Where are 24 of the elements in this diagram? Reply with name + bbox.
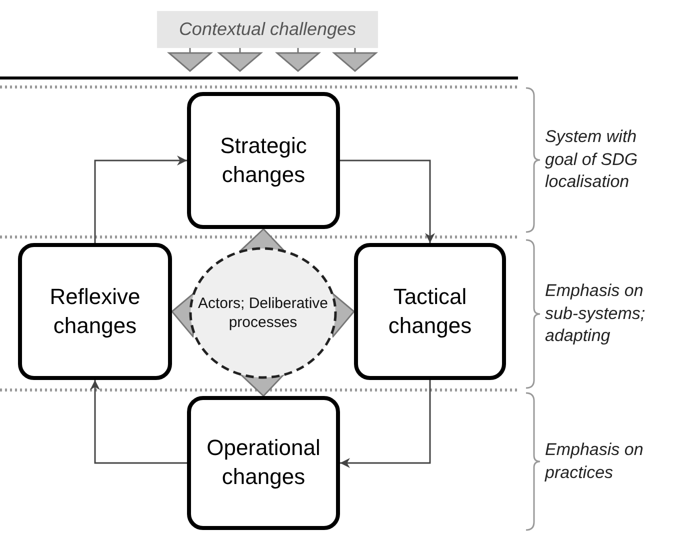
arrow — [340, 380, 431, 468]
triangle-arrow — [332, 48, 378, 72]
context-box — [157, 11, 378, 48]
triangle-arrow — [239, 228, 287, 254]
node-label: Actors; Deliberative processes — [197, 294, 329, 332]
process-box — [187, 92, 340, 229]
brace-label: System with goal of SDG localisation — [545, 126, 639, 194]
brace-label: Emphasis on sub-systems; adapting — [545, 280, 646, 348]
node-label: Strategic changes — [219, 132, 308, 189]
arrow — [340, 160, 435, 243]
node-label: Reflexive changes — [48, 282, 142, 340]
process-box — [187, 396, 340, 530]
node-label: Operational changes — [206, 434, 322, 491]
process-box — [354, 243, 506, 380]
dashed-circle — [189, 247, 337, 379]
node-label: Tactical changes — [387, 282, 473, 340]
brace-label: Emphasis on practices — [545, 438, 644, 484]
triangle-arrow — [274, 48, 322, 72]
process-box — [18, 243, 172, 380]
triangle-arrow — [216, 48, 264, 72]
node-label: Contextual challenges — [178, 18, 356, 41]
arrow — [90, 380, 187, 464]
arrow — [94, 156, 187, 243]
triangle-arrow — [166, 48, 214, 72]
